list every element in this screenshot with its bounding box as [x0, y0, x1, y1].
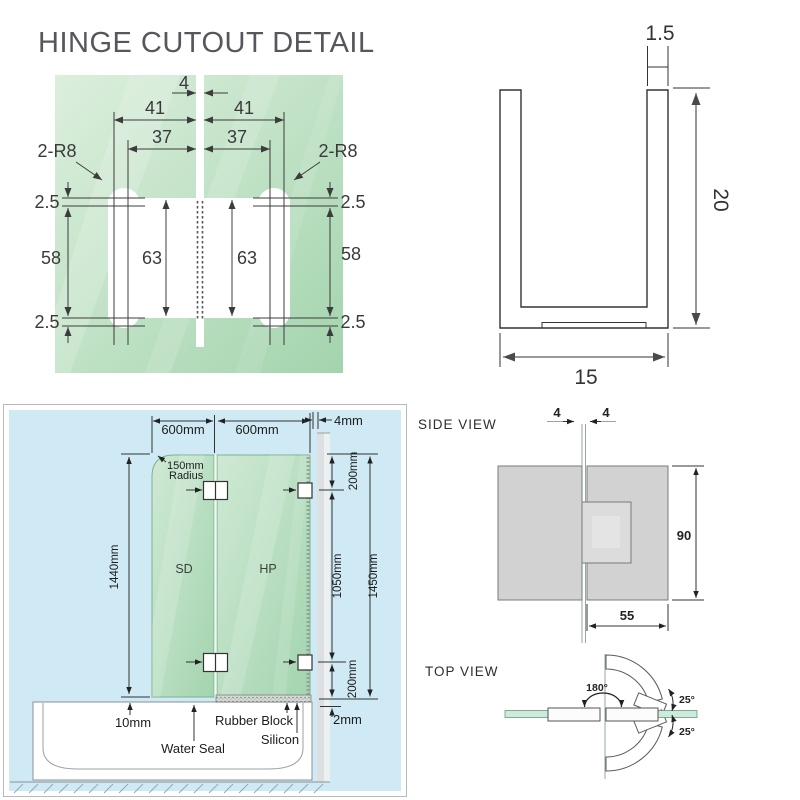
- silicon-label: Silicon: [261, 732, 299, 747]
- top-view-figure: TOP VIEW 180° 25° 25°: [425, 654, 698, 779]
- dim-hinge-span: 1050mm: [332, 554, 344, 599]
- bottom-leaders: [127, 703, 300, 741]
- radius-leader: [157, 455, 167, 463]
- water-seal-label: Water Seal: [161, 741, 225, 756]
- page-title: HINGE CUTOUT DETAIL: [38, 27, 375, 59]
- fixed-panel-label: HP: [259, 562, 276, 576]
- dimension-lines: [64, 89, 334, 343]
- channel-dimension-lines: [503, 93, 701, 362]
- dim-glass-gap-right: 4: [602, 405, 610, 420]
- installation-figure: 600mm 600mm 4mm 150mm Radius 1440mm 200m…: [3, 404, 407, 797]
- dim-offset-bottom-left: 2.5: [34, 312, 59, 332]
- centre-slot: [196, 75, 204, 347]
- dim-inner-width-right: 37: [227, 127, 247, 147]
- hinge-cutout-figure: HINGE CUTOUT DETAIL: [34, 27, 374, 373]
- radius-label-line2: Radius: [169, 470, 204, 482]
- cutout-slot-left: [108, 188, 140, 328]
- dim-offset-top-right: 2.5: [340, 192, 365, 212]
- bathtub: [32, 701, 313, 781]
- lower-angle-arrow: [668, 714, 677, 738]
- rubber-block-label: Rubber Block: [215, 713, 294, 728]
- dim-inner-width-left: 37: [152, 127, 172, 147]
- side-view-dimensions: [586, 465, 704, 631]
- dim-outer-height-left: 58: [41, 248, 61, 268]
- wall-highlight: [324, 433, 330, 782]
- dim-radius-left: 2-R8: [37, 141, 76, 161]
- dim-wall-gap: 4mm: [334, 413, 363, 428]
- dim-bottom-gap: 2mm: [333, 712, 362, 727]
- dim-offset-top-left: 2.5: [34, 192, 59, 212]
- dim-total-height: 1450mm: [368, 554, 380, 599]
- dim-door-width: 600mm: [161, 422, 204, 437]
- dim-wall-thickness: 1.5: [645, 22, 674, 45]
- floor-hatch: [13, 783, 324, 794]
- dim-hinge-height: 90: [677, 528, 691, 543]
- upper-angle-label: 25°: [679, 694, 695, 706]
- channel-profile-figure: 1.5 20 15: [499, 22, 732, 389]
- dim-fixed-width: 600mm: [235, 422, 278, 437]
- dim-hinge-depth: 55: [620, 608, 634, 623]
- dim-offset-bottom-right: 2.5: [340, 312, 365, 332]
- dim-channel-height: 20: [709, 188, 732, 211]
- dim-outer-width-right: 41: [234, 98, 254, 118]
- hinge-plan-left: [547, 707, 601, 722]
- dim-inner-height-left: 63: [142, 248, 162, 268]
- swing-band-lower: [605, 722, 663, 772]
- glass-panel-sheen: [152, 455, 310, 699]
- dim-channel-width: 15: [574, 366, 597, 389]
- swing-band-upper: [605, 654, 663, 704]
- dim-slot-width: 4: [179, 73, 189, 93]
- dim-hinge-top: 200mm: [348, 452, 360, 490]
- wall-bracket-bottom: [297, 654, 313, 671]
- radius-label-line1: 150mm: [167, 460, 204, 472]
- dim-floor-gap: 10mm: [115, 715, 151, 730]
- hinges: [202, 480, 313, 673]
- extension-lines: [62, 112, 338, 345]
- channel-extension-lines: [499, 46, 710, 367]
- door-label: SD: [175, 562, 192, 576]
- swing-angle-label: 180°: [586, 682, 608, 694]
- dim-glass-gap-left: 4: [553, 405, 561, 420]
- right-dimensions: [318, 453, 378, 717]
- hinge-leaders: [186, 487, 296, 665]
- side-view-label: SIDE VIEW: [418, 417, 497, 432]
- lower-angle-label: 25°: [679, 726, 695, 738]
- dim-inner-height-right: 63: [237, 248, 257, 268]
- dim-hinge-bottom: 200mm: [347, 660, 359, 698]
- dim-door-height: 1440mm: [109, 545, 121, 590]
- left-height-dimension: [121, 453, 150, 698]
- bathtub-inner-line: [42, 703, 304, 770]
- cutout-slot-right: [258, 188, 290, 328]
- fixed-panel-glass: [216, 454, 311, 700]
- channel-base-detail: [541, 322, 647, 328]
- hinge-plate-left: [497, 465, 583, 601]
- side-view-figure: SIDE VIEW 4 4 90 55: [418, 405, 704, 643]
- upper-angle-arrow: [668, 688, 677, 712]
- dim-outer-width-left: 41: [145, 98, 165, 118]
- hinge-knuckle-highlight: [592, 516, 620, 548]
- swing-angle-arrow: [581, 692, 625, 708]
- wall-bracket-top: [297, 482, 313, 499]
- rubber-block-strip: [215, 694, 312, 703]
- top-view-label: TOP VIEW: [425, 664, 499, 679]
- hinge-plan-right: [605, 707, 659, 722]
- channel-outline: [499, 89, 669, 329]
- dim-outer-height-right: 58: [341, 244, 361, 264]
- dim-radius-right: 2-R8: [318, 141, 357, 161]
- top-dimensions: [151, 412, 332, 453]
